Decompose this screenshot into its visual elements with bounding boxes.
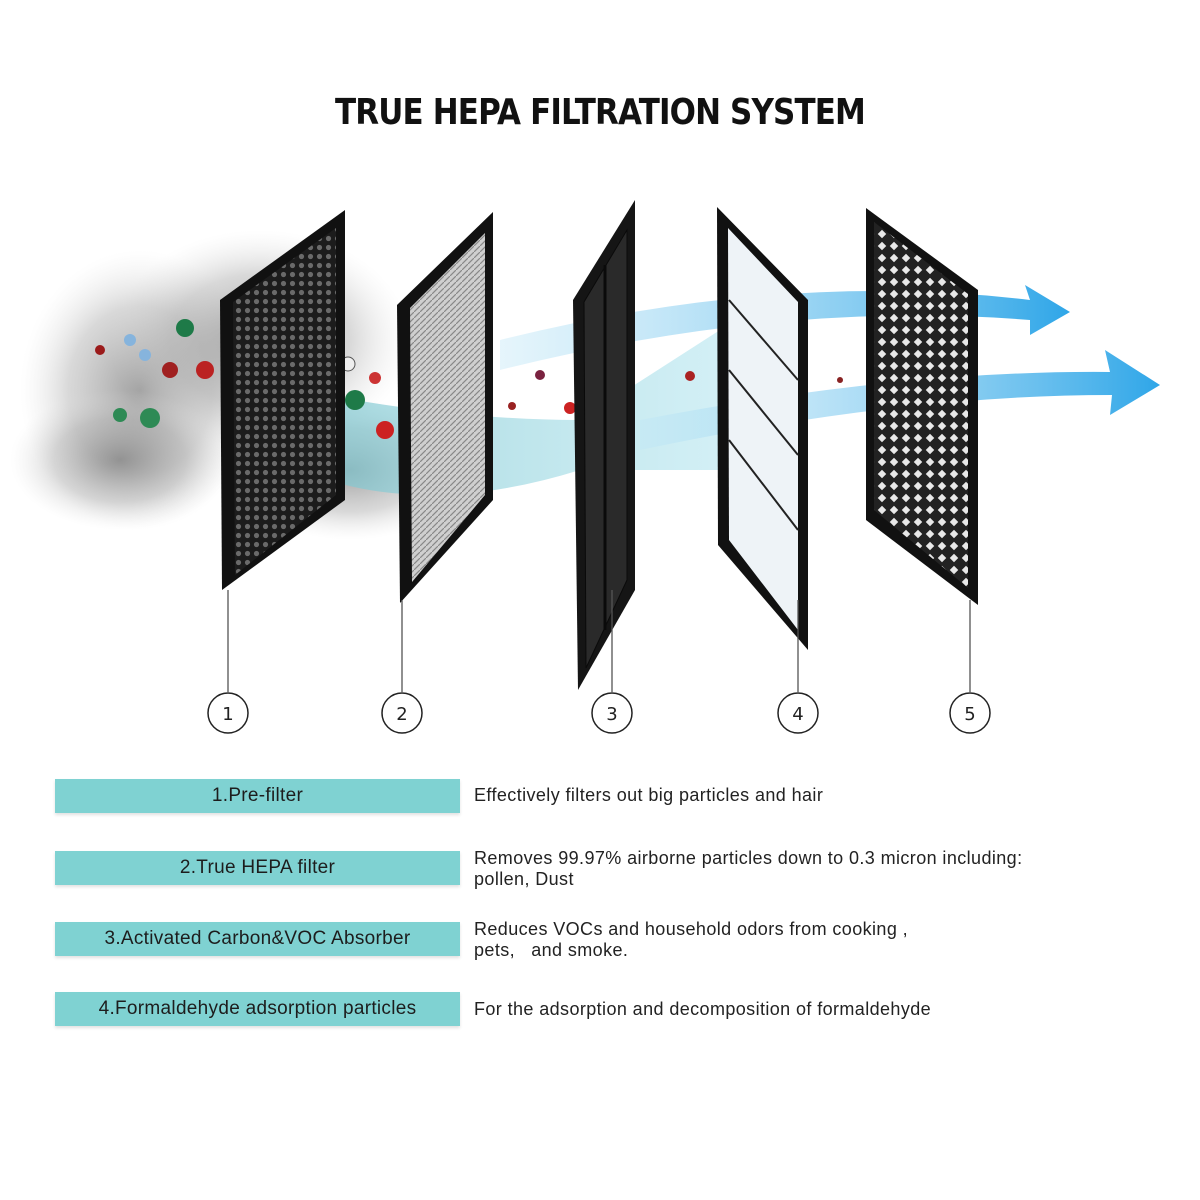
marker-1: 1 bbox=[222, 704, 233, 725]
desc-line: pollen, Dust bbox=[474, 869, 574, 889]
filter-panel-4 bbox=[717, 207, 808, 650]
desc-line: Removes 99.97% airborne particles down t… bbox=[474, 848, 1023, 868]
marker-5: 5 bbox=[964, 704, 975, 725]
desc-pre-filter: Effectively filters out big particles an… bbox=[474, 785, 1174, 806]
label-hepa-filter: 2.True HEPA filter bbox=[55, 851, 460, 885]
filter-panel-3 bbox=[573, 200, 635, 690]
label-carbon-voc: 3.Activated Carbon&VOC Absorber bbox=[55, 922, 460, 956]
desc-hepa-filter: Removes 99.97% airborne particles down t… bbox=[474, 848, 1174, 890]
desc-line: pets, and smoke. bbox=[474, 940, 629, 960]
marker-4: 4 bbox=[792, 704, 803, 725]
desc-carbon-voc: Reduces VOCs and household odors from co… bbox=[474, 919, 1174, 961]
marker-circle-1 bbox=[207, 692, 249, 734]
filter-panel-5 bbox=[866, 208, 978, 605]
desc-formaldehyde: For the adsorption and decomposition of … bbox=[474, 999, 1174, 1020]
marker-circle-5 bbox=[949, 692, 991, 734]
marker-circle-3 bbox=[591, 692, 633, 734]
label-pre-filter: 1.Pre-filter bbox=[55, 779, 460, 813]
desc-line: Effectively filters out big particles an… bbox=[474, 785, 824, 805]
label-formaldehyde: 4.Formaldehyde adsorption particles bbox=[55, 992, 460, 1026]
desc-line: Reduces VOCs and household odors from co… bbox=[474, 919, 909, 939]
filter-layers-illustration: 1 2 3 4 5 bbox=[10, 200, 1160, 734]
leader-lines bbox=[227, 590, 971, 692]
filter-panel-1 bbox=[220, 210, 345, 590]
particles bbox=[95, 319, 843, 439]
desc-line: For the adsorption and decomposition of … bbox=[474, 999, 932, 1019]
marker-circle-4 bbox=[777, 692, 819, 734]
marker-circle-2 bbox=[381, 692, 423, 734]
marker-3: 3 bbox=[606, 704, 617, 725]
page-title: TRUE HEPA FILTRATION SYSTEM bbox=[334, 92, 866, 133]
filter-panel-2 bbox=[397, 212, 493, 603]
marker-2: 2 bbox=[396, 704, 407, 725]
